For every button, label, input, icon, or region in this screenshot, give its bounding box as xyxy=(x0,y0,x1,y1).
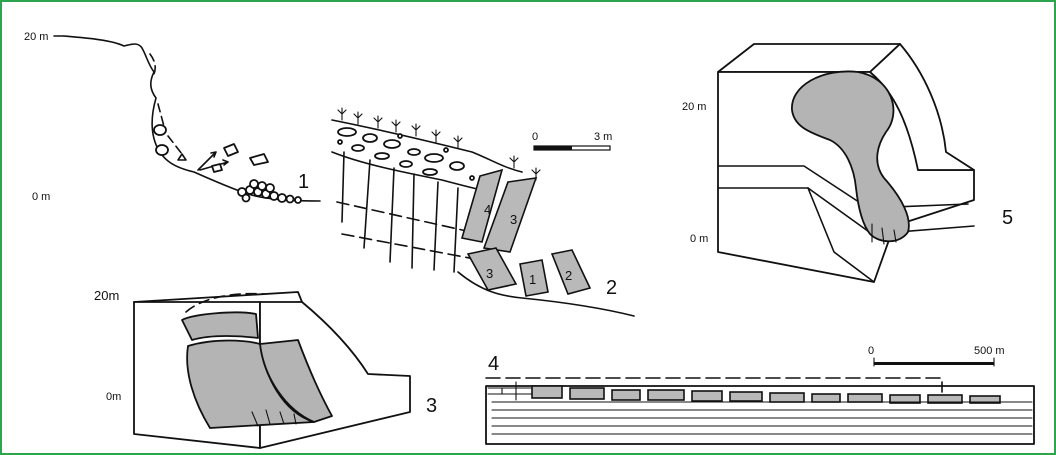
panel-1-top-label: 20 m xyxy=(24,31,48,43)
panel-4-number: 4 xyxy=(488,353,499,375)
ground-surface xyxy=(331,119,523,173)
cliff-profile xyxy=(63,35,321,202)
panel-2-number: 2 xyxy=(606,277,617,299)
slope-top-surface xyxy=(717,43,901,73)
slump-side-body xyxy=(259,339,333,423)
falling-rock xyxy=(155,144,169,156)
scale-end: 500 m xyxy=(974,345,1005,357)
falling-rock xyxy=(223,143,239,157)
panel-4-scale-bar: 0 500 m xyxy=(868,345,1005,367)
falling-rock xyxy=(211,163,223,173)
earthflow-toe-lobes xyxy=(871,223,897,245)
panel-2-scale-bar: 0 3 m xyxy=(532,131,612,151)
vegetation xyxy=(337,107,541,181)
topple-block-2 xyxy=(550,249,592,295)
panel-1-number: 1 xyxy=(298,171,309,193)
terrace-edge xyxy=(717,165,969,209)
scale-end: 3 m xyxy=(594,131,612,143)
falling-rock xyxy=(153,124,167,136)
crown-crack xyxy=(185,292,265,313)
scale-start: 0 xyxy=(532,131,538,143)
panel-2-topple: 0 3 m 4 3 3 1 2 2 xyxy=(331,107,635,317)
panel-5-top-label: 20 m xyxy=(682,101,706,113)
falling-rock xyxy=(249,153,269,166)
original-surface xyxy=(485,377,943,393)
spread-blocks xyxy=(531,385,1001,404)
topple-block-1 xyxy=(519,259,549,297)
panel-1-rockfall: 20 m 0 m 1 xyxy=(24,31,321,204)
slump-upper-block xyxy=(181,311,259,341)
toe-lobes xyxy=(251,409,297,427)
block-label: 2 xyxy=(565,268,572,283)
lower-step xyxy=(807,187,875,283)
regolith-clasts xyxy=(337,127,475,181)
fall-trajectory xyxy=(149,53,183,155)
joint-lines xyxy=(341,151,459,273)
block-label: 3 xyxy=(510,212,517,227)
panel-5-number: 5 xyxy=(1002,207,1013,229)
block-label: 1 xyxy=(529,272,536,287)
panel-4-lateral-spread: 0 500 m 4 xyxy=(485,345,1035,445)
ground-base xyxy=(457,271,635,317)
panel-5-earthflow: 20 m 0 m 5 xyxy=(682,43,1013,283)
panel-3-top-label: 20m xyxy=(94,288,119,303)
topple-block-3-lower xyxy=(466,247,518,291)
regolith-base xyxy=(331,151,483,191)
block-label: 3 xyxy=(486,266,493,281)
talus-pile xyxy=(237,179,302,204)
panel-1-bottom-label: 0 m xyxy=(32,191,50,203)
panel-5-bottom-label: 0 m xyxy=(690,233,708,245)
strata-lines xyxy=(491,401,1033,435)
panel-3-number: 3 xyxy=(426,395,437,417)
topple-block-3-upper xyxy=(482,177,538,253)
failure-surface xyxy=(336,201,481,261)
earthflow-body xyxy=(791,70,910,243)
intact-rock xyxy=(487,381,533,401)
topple-block-4 xyxy=(460,168,504,243)
panel-3-bottom-label: 0m xyxy=(106,391,121,403)
fall-arrows xyxy=(177,151,229,171)
scale-start: 0 xyxy=(868,345,874,357)
block-label: 4 xyxy=(484,202,491,217)
panel-3-rotational-slide: 20m 0m 3 xyxy=(94,288,437,449)
terrace-base xyxy=(717,187,975,235)
slump-main-body xyxy=(186,339,315,429)
